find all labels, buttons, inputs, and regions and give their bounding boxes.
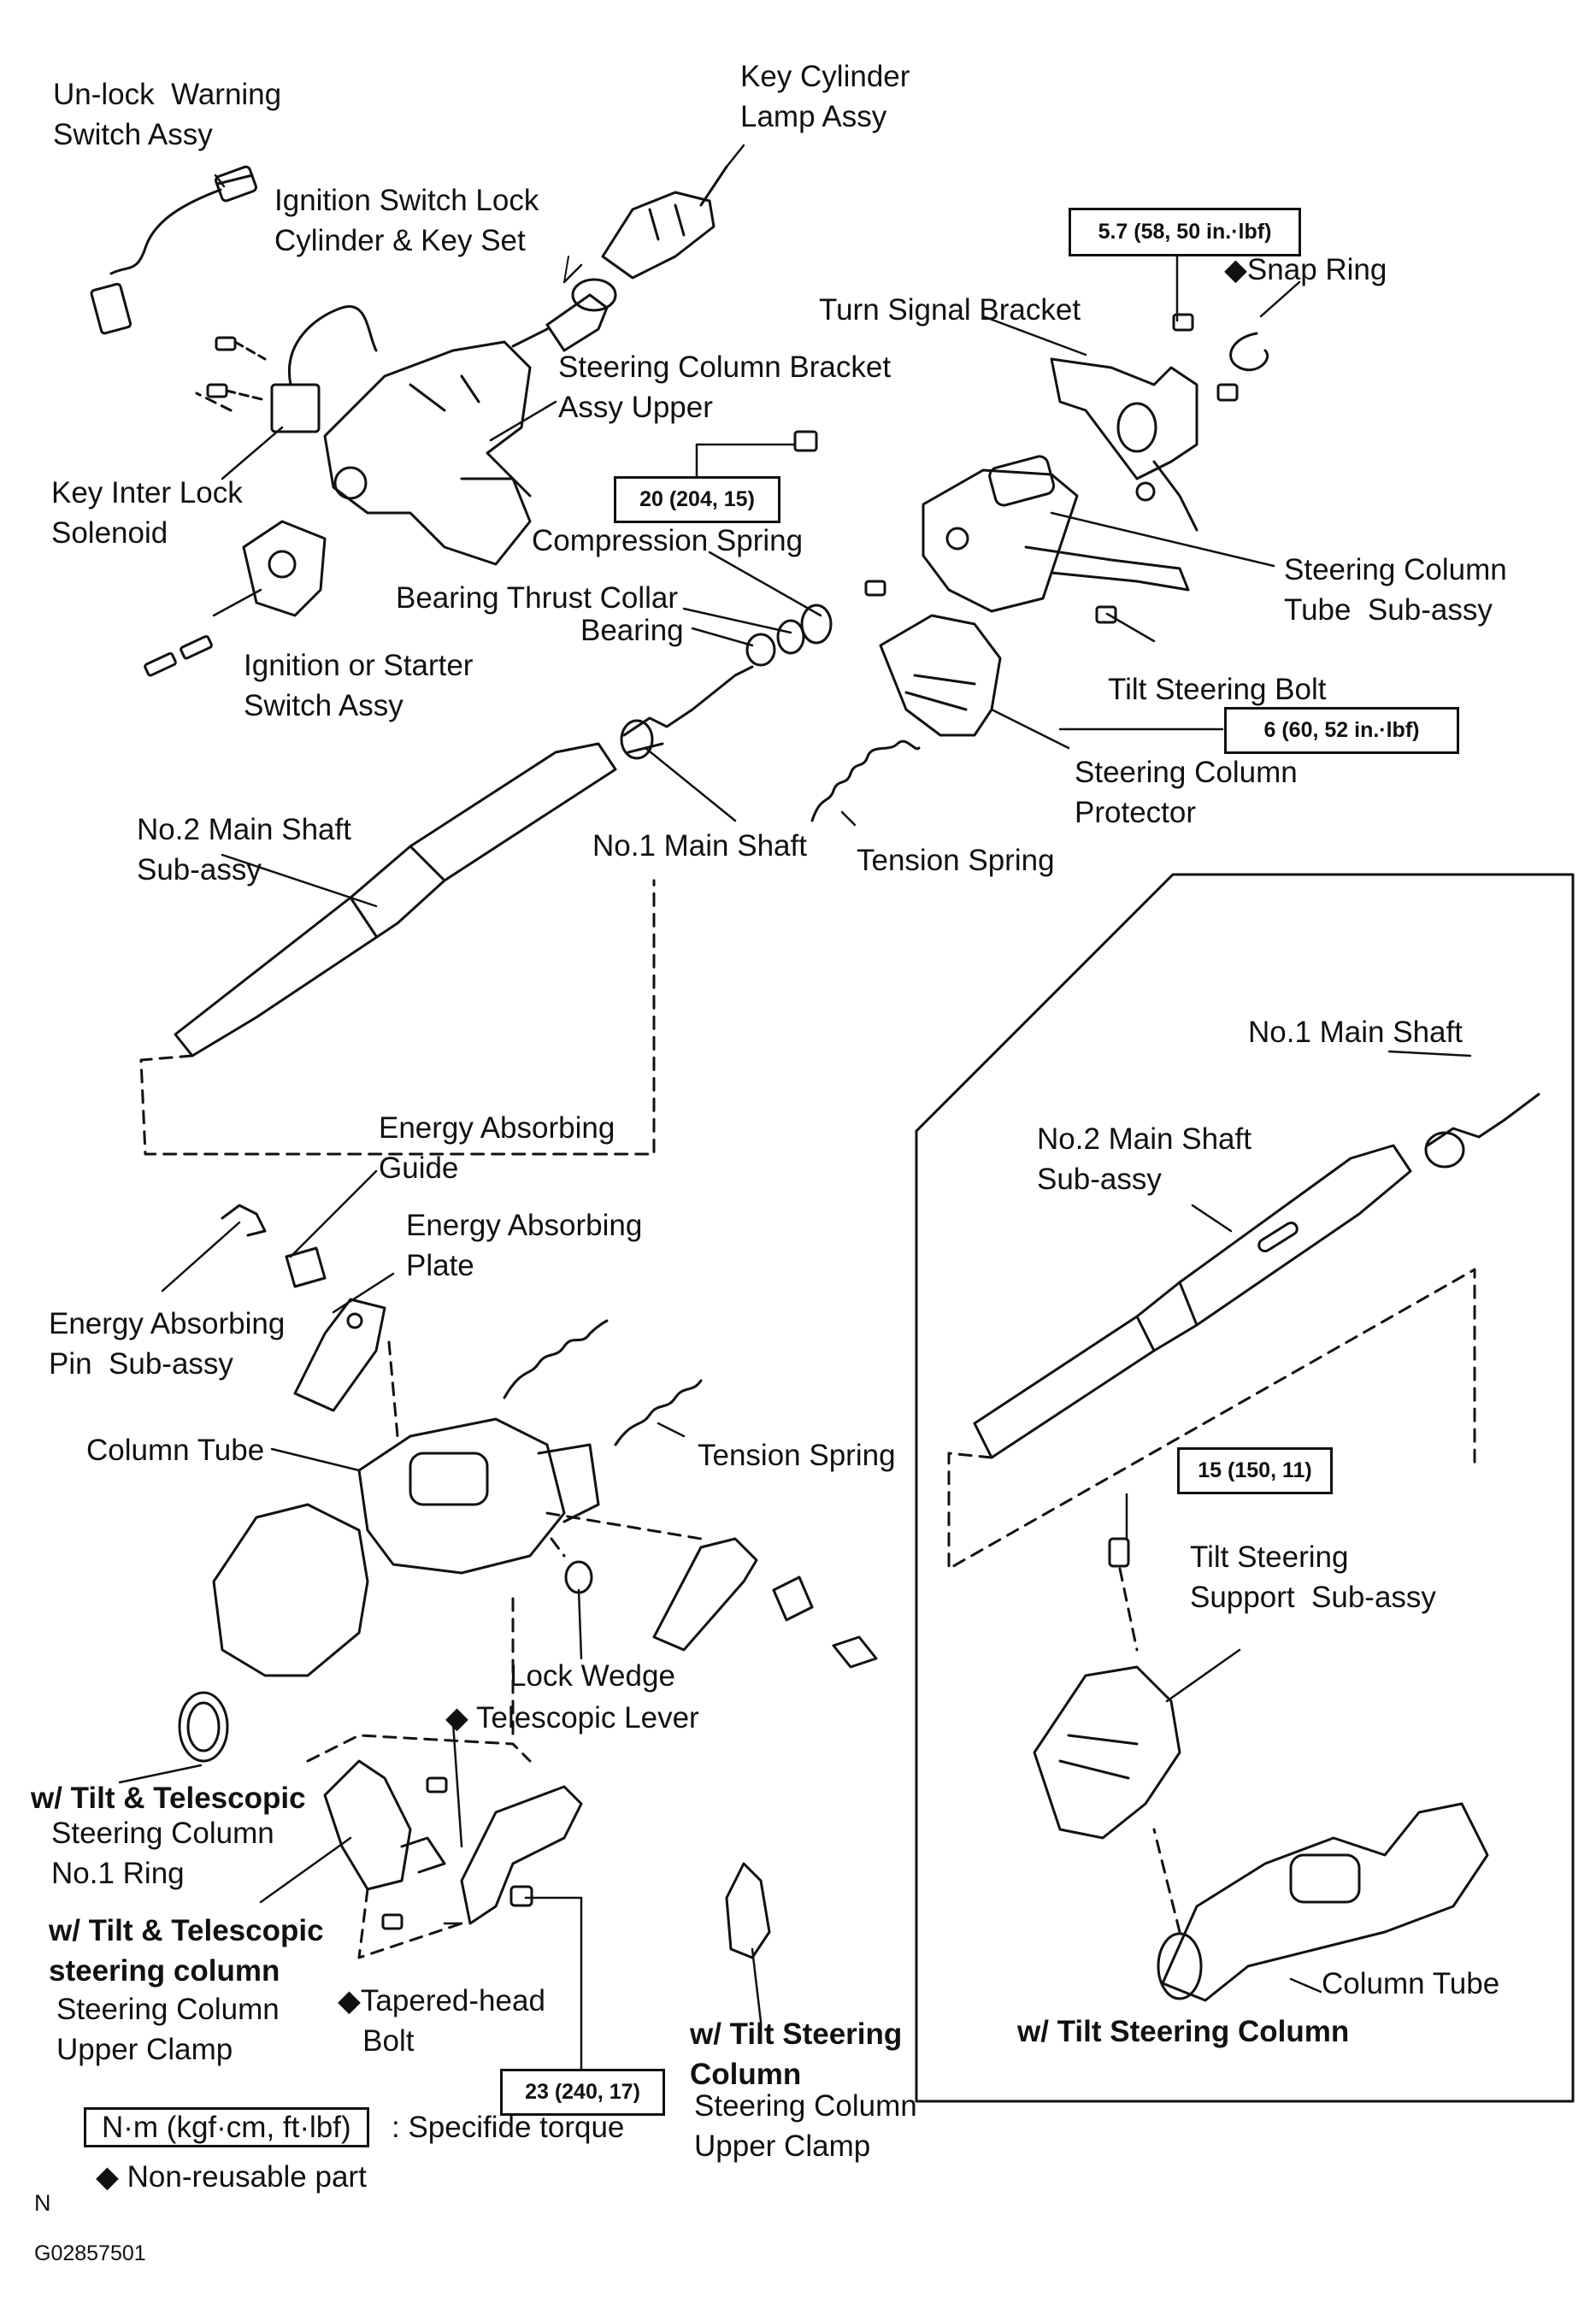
torque-6: 6 (60, 52 in.·lbf) (1224, 707, 1459, 754)
label-telescopic-lever: ◆ Telescopic Lever (445, 1701, 699, 1735)
tension-spring-mid2 (614, 1379, 703, 1446)
torque-5-7: 5.7 (58, 50 in.·lbf) (1069, 208, 1301, 256)
label-r-tilt-col: w/ Tilt Steering Column (1017, 2015, 1350, 2048)
label-tilt-telescopic-1: w/ Tilt & Telescopic (31, 1782, 306, 1815)
torque-15: 15 (150, 11) (1177, 1447, 1333, 1494)
label-tilt-telescopic-2: w/ Tilt & Telescopic steering column (49, 1914, 324, 1988)
dashed-mid-2 (545, 1511, 703, 1540)
label-bearing: Bearing (580, 614, 684, 647)
lock-wedge (564, 1560, 593, 1594)
label-tension-spring-mid: Tension Spring (698, 1439, 896, 1472)
inset-no1-main-shaft (1424, 1093, 1540, 1169)
no2-main-shaft (174, 742, 617, 1057)
label-bracket-upper: Steering Column Bracket Assy Upper (558, 350, 892, 424)
label-column-tube-subassy: Steering Column Tube Sub-assy (1284, 553, 1507, 627)
label-column-tube: Column Tube (86, 1434, 265, 1467)
inset-column-tube (1157, 1802, 1489, 2002)
leader-lines (118, 144, 1472, 2070)
inset-dashed (947, 1268, 1476, 1570)
label-tilt-steering-bolt: Tilt Steering Bolt (1108, 673, 1327, 706)
bracket-upper-body (323, 340, 532, 566)
no1-main-shaft-top (620, 665, 754, 760)
key-interlock-solenoid (195, 304, 378, 433)
dashed-mid-3 (550, 1537, 566, 1558)
label-tension-spring-top: Tension Spring (857, 844, 1055, 877)
upper-clamp-bottom-part (725, 1862, 771, 1959)
torque-20: 20 (204, 15) (614, 476, 780, 523)
label-upper-clamp-bottom: Steering Column Upper Clamp (694, 2089, 917, 2163)
column-tube-subassy (922, 455, 1190, 613)
label-upper-clamp-left: Steering Column Upper Clamp (56, 1993, 280, 2066)
label-lock-wedge: Lock Wedge (509, 1659, 675, 1693)
label-energy-abs-guide: Energy Absorbing Guide (379, 1111, 615, 1185)
label-r-no2-main-shaft: No.2 Main Shaft Sub-assy (1037, 1122, 1251, 1196)
label-compression-spring: Compression Spring (532, 524, 804, 557)
figure-code: G02857501 (34, 2241, 146, 2265)
label-tapered-bolt: ◆Tapered-head Bolt (338, 1984, 545, 2058)
energy-pin (221, 1204, 267, 1237)
column-protector (879, 614, 1002, 737)
upper-clamp-left (323, 1759, 448, 1930)
label-ignition-starter: Ignition or Starter Switch Assy (244, 649, 474, 722)
label-tilt-col-bottom: w/ Tilt Steering Column (690, 2017, 903, 2091)
label-turn-signal-bracket: Turn Signal Bracket (819, 293, 1081, 327)
label-r-no1-main-shaft: No.1 Main Shaft (1248, 1016, 1463, 1049)
label-column-protector: Steering Column Protector (1075, 756, 1298, 829)
n-mark: N (34, 2190, 51, 2216)
label-energy-abs-plate: Energy Absorbing Plate (406, 1209, 643, 1282)
label-unlock-warning-switch: Un-lock Warning Switch Assy (53, 78, 282, 151)
telescopic-lever-part (460, 1785, 583, 1925)
inset-frame (915, 873, 1575, 2103)
snap-ring (1229, 332, 1269, 372)
dashed-guide-left (139, 879, 656, 1156)
unlock-warning-switch (90, 165, 257, 335)
label-no1-ring: Steering Column No.1 Ring (51, 1817, 274, 1890)
ignition-starter-switch (144, 520, 327, 677)
label-bearing-thrust-collar: Bearing Thrust Collar (396, 581, 679, 615)
label-no1-main-shaft: No.1 Main Shaft (592, 829, 807, 863)
label-key-cylinder-lamp: Key Cylinder Lamp Assy (740, 60, 910, 133)
legend-torque-text: : Specifide torque (392, 2111, 625, 2144)
label-ignition-lock-cylinder: Ignition Switch Lock Cylinder & Key Set (274, 184, 539, 257)
tension-spring-mid (503, 1319, 609, 1399)
label-snap-ring: ◆Snap Ring (1224, 253, 1387, 286)
label-r-tilt-support: Tilt Steering Support Sub-assy (1190, 1540, 1436, 1614)
turn-signal-bracket (1050, 357, 1198, 532)
bearings (745, 604, 833, 667)
small-bolts (206, 336, 267, 402)
label-key-interlock: Key Inter Lock Solenoid (51, 476, 243, 550)
label-no2-main-shaft: No.2 Main Shaft Sub-assy (137, 813, 351, 886)
legend-nonreusable: ◆ Non-reusable part (96, 2160, 367, 2194)
inset-bolt (1108, 1537, 1130, 1568)
column-tube-lower (212, 1417, 600, 1677)
label-energy-abs-pin: Energy Absorbing Pin Sub-assy (49, 1307, 286, 1381)
energy-guide (285, 1246, 327, 1288)
dashed-mid-1 (387, 1340, 399, 1438)
top-bolts (793, 313, 1239, 624)
torque-23: 23 (240, 17) (500, 2069, 665, 2116)
label-r-column-tube: Column Tube (1322, 1967, 1500, 2000)
inset-tilt-support (1033, 1665, 1181, 1840)
no1-ring (178, 1691, 229, 1763)
energy-plate (293, 1298, 386, 1412)
dashed-lower-left (306, 1734, 532, 1763)
small-parts-mid (652, 1537, 878, 1669)
lock-cylinder (511, 256, 617, 352)
tension-spring-top (810, 739, 921, 822)
legend-torque-box: N·m (kgf·cm, ft·lbf) (84, 2107, 369, 2147)
inset-no2-main-shaft (973, 1144, 1412, 1459)
key-cylinder-lamp (601, 165, 728, 280)
dashed-lower-left2 (357, 1888, 463, 1959)
